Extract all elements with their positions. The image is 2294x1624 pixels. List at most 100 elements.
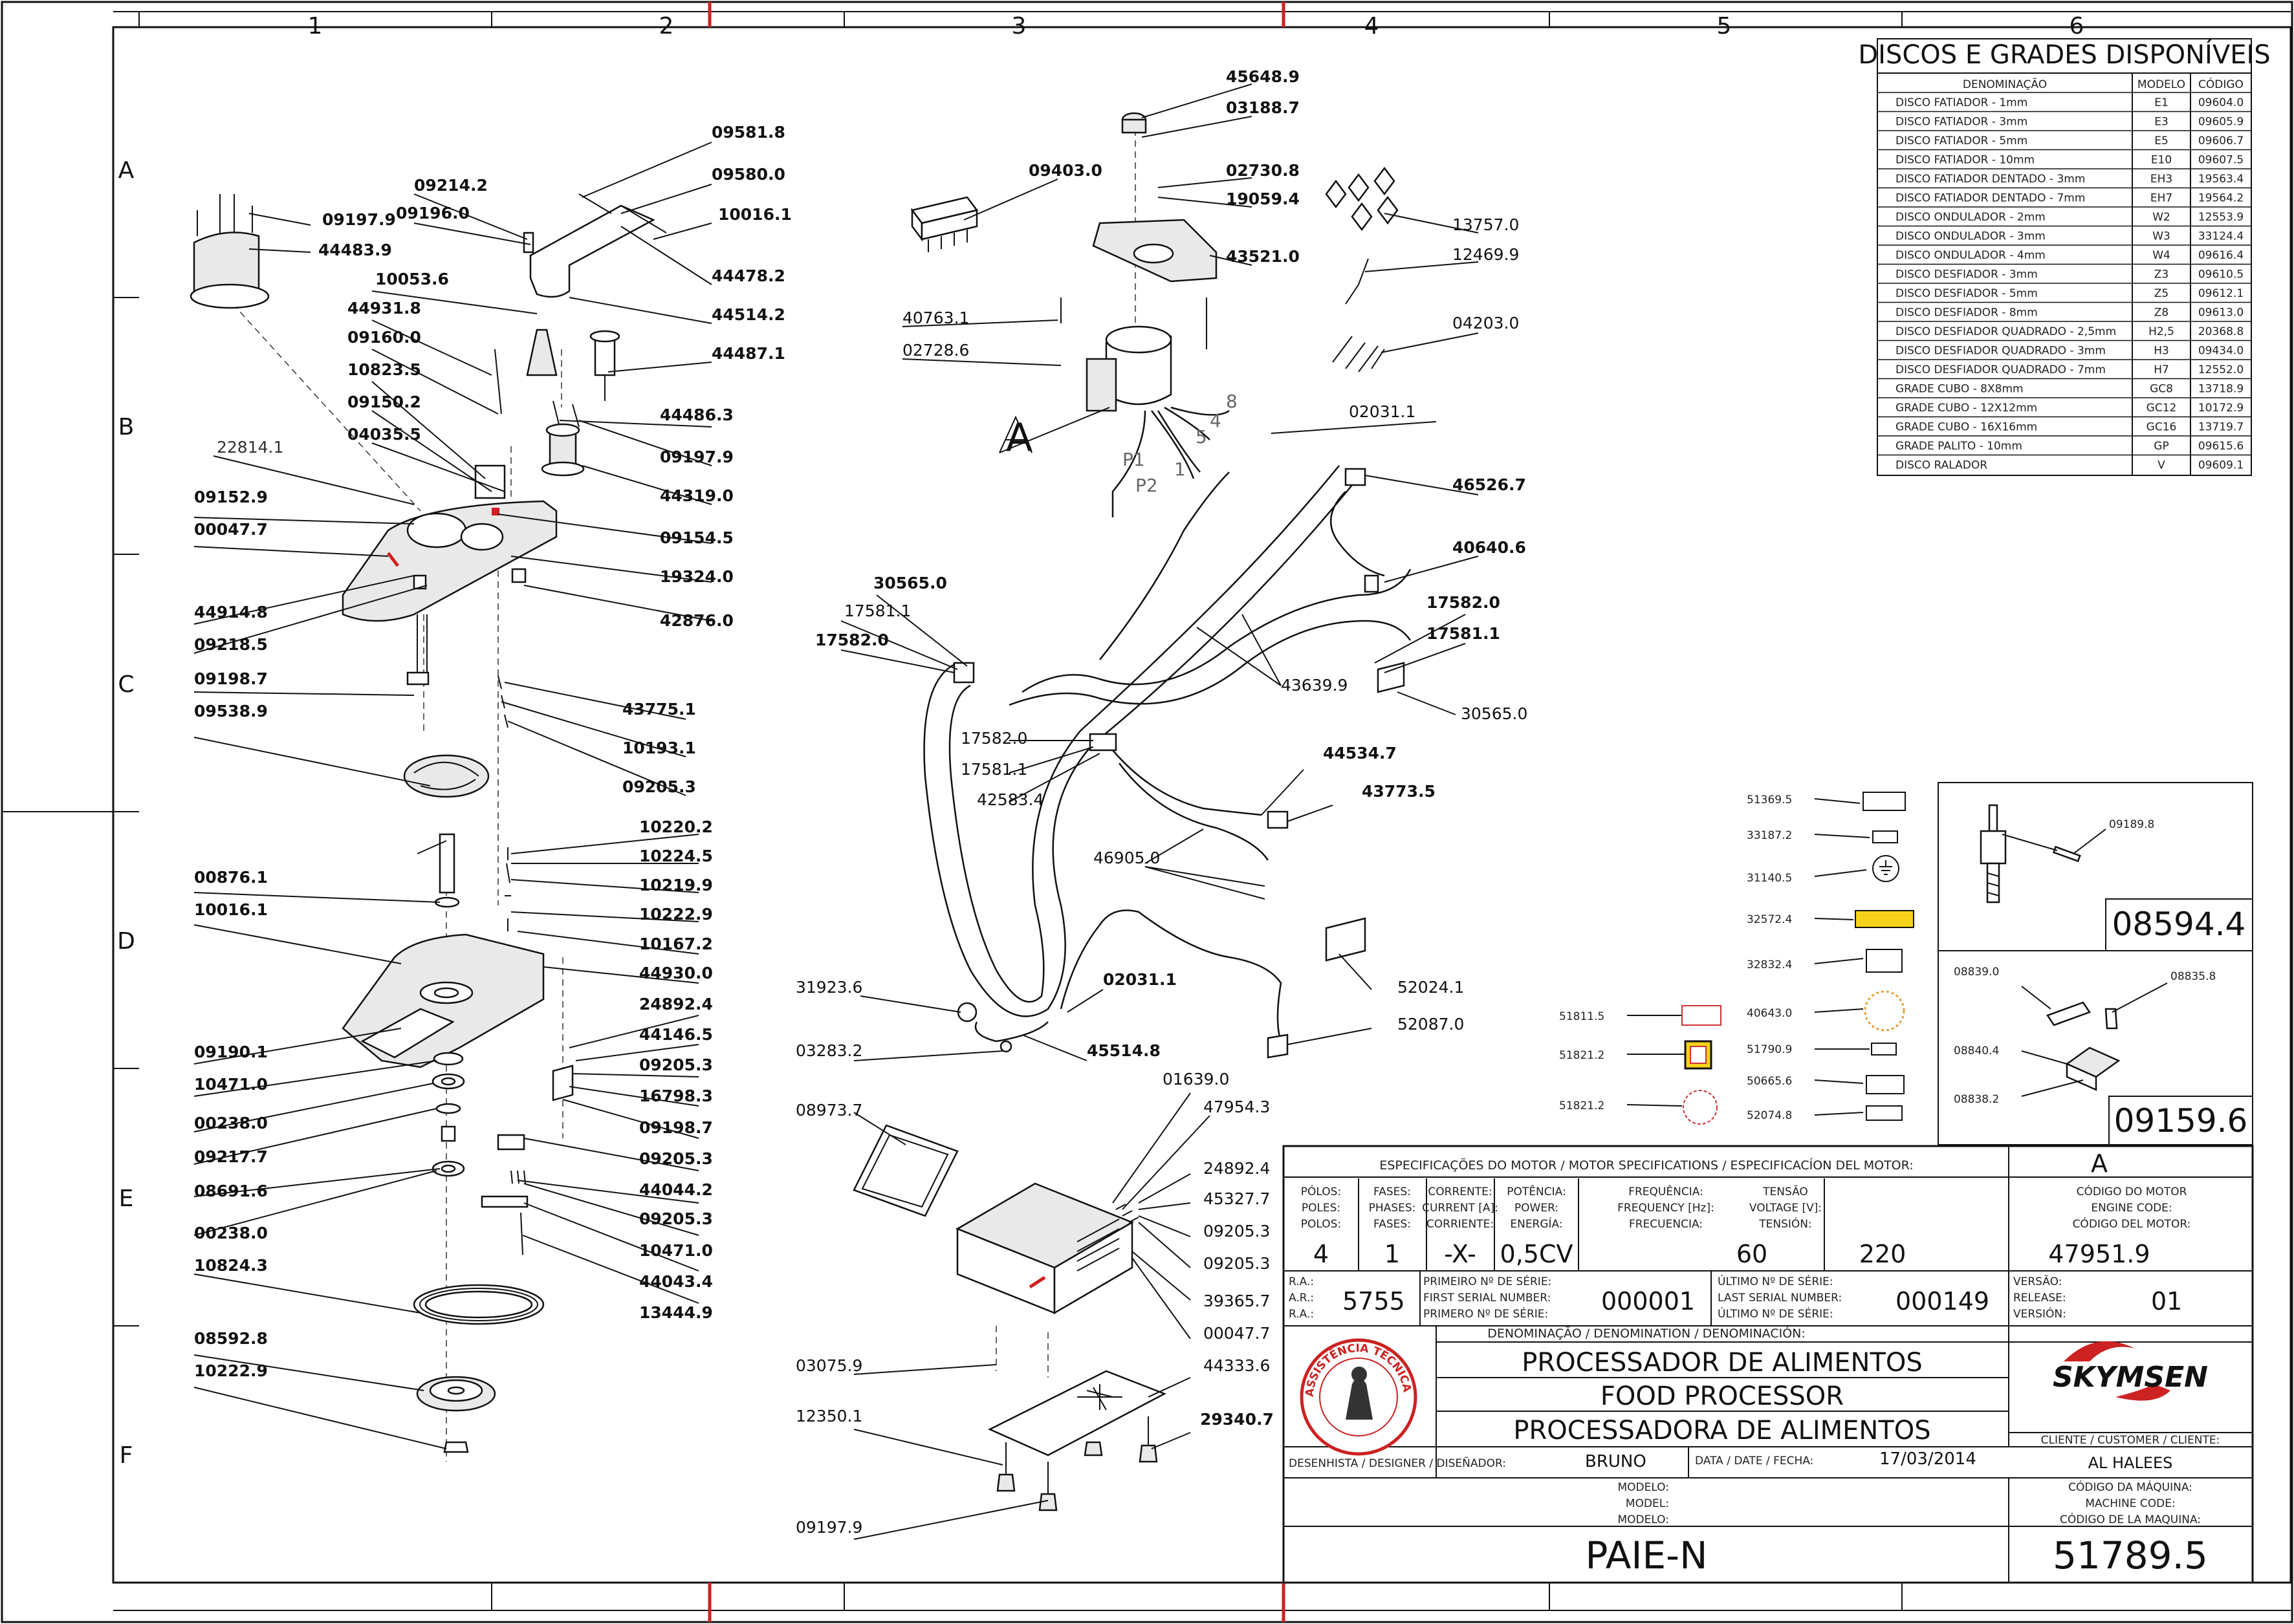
callout: 17581.1: [844, 601, 911, 620]
spec-label: VOLTAGE [V]:: [1749, 1202, 1822, 1215]
callout: 10053.6: [375, 270, 449, 288]
version-label: VERSIÓN:: [2013, 1306, 2066, 1321]
callout: 51821.2: [1559, 1049, 1604, 1062]
callout: 09205.3: [1203, 1254, 1270, 1273]
kit-panels: 08594.4 09159.6 09189.8 08839.0 08835.8 …: [1938, 782, 2253, 1145]
disc-model-cell: H3: [2154, 345, 2169, 358]
callout: 43639.9: [1281, 676, 1348, 695]
callout: 43773.5: [1362, 782, 1436, 801]
callout: 42583.4: [977, 790, 1043, 809]
callout: 00238.0: [194, 1114, 268, 1132]
spec-label: PHASES:: [1369, 1202, 1416, 1215]
callout: 09189.8: [2109, 818, 2154, 831]
callout: 44333.6: [1203, 1356, 1270, 1375]
callout: 09205.3: [639, 1209, 713, 1228]
disc-model-cell: Z3: [2154, 268, 2168, 281]
callout: 01639.0: [1163, 1070, 1229, 1088]
callout: 13444.9: [639, 1303, 713, 1322]
last-serial-label: ÚLTIMO Nº DE SÉRIE:: [1718, 1306, 1833, 1321]
row-label-c: C: [118, 671, 134, 698]
version-value: 01: [2151, 1287, 2182, 1315]
callout: 09154.5: [660, 528, 734, 547]
callout: 09198.7: [194, 669, 268, 688]
machine-code-label: CÓDIGO DE LA MAQUINA:: [2060, 1512, 2201, 1526]
disc-model-cell: EH3: [2150, 173, 2172, 186]
row-label-a: A: [118, 157, 135, 184]
disc-name-cell: DISCO ONDULADOR - 2mm: [1895, 211, 2046, 224]
disc-name-cell: GRADE CUBO - 16X16mm: [1895, 421, 2037, 434]
disc-code-cell: 09615.6: [2198, 440, 2244, 453]
callout: 09205.3: [622, 777, 696, 796]
spec-label: CORRIENTE:: [1426, 1218, 1494, 1231]
callout: 17582.0: [1426, 593, 1500, 612]
callout: 44487.1: [712, 344, 785, 363]
disc-model-cell: W4: [2152, 249, 2170, 262]
disc-code-cell: 10172.9: [2198, 402, 2244, 415]
disc-name-cell: DISCO ONDULADOR - 3mm: [1895, 230, 2046, 243]
leader-lines: [193, 83, 1479, 1540]
spec-label: TENSIÓN:: [1758, 1217, 1811, 1231]
first-serial-label: FIRST SERIAL NUMBER:: [1423, 1292, 1551, 1305]
last-serial-value: 000149: [1895, 1287, 1989, 1315]
callout: 00238.0: [194, 1224, 268, 1242]
motor-current-value: -X-: [1444, 1240, 1476, 1268]
callout: 10016.1: [718, 205, 792, 224]
callout: 09214.2: [414, 176, 488, 195]
disc-model-cell: GC8: [2150, 383, 2173, 396]
callout: 51821.2: [1559, 1099, 1604, 1112]
callout: 16798.3: [639, 1087, 713, 1105]
spec-label: FASES:: [1373, 1186, 1411, 1198]
callout: 51811.5: [1559, 1010, 1604, 1023]
motor-spec-title: ESPECIFICAÇÕES DO MOTOR / MOTOR SPECIFIC…: [1379, 1158, 1913, 1173]
callout: 17582.0: [815, 631, 889, 649]
spec-label: TENSÃO: [1762, 1184, 1808, 1198]
callout: 32572.4: [1747, 913, 1792, 926]
callout: 13757.0: [1452, 215, 1519, 234]
callout: 30565.0: [873, 574, 947, 592]
spec-label: CORRENTE:: [1428, 1186, 1492, 1198]
callout: 00047.7: [1203, 1324, 1270, 1343]
spec-label: ENERGÍA:: [1510, 1217, 1562, 1231]
disc-name-cell: GRADE CUBO - 12X12mm: [1895, 402, 2037, 415]
callout: 45648.9: [1226, 67, 1300, 86]
callout: 04203.0: [1452, 314, 1519, 332]
disc-name-cell: DISCO DESFIADOR QUADRADO - 2,5mm: [1895, 325, 2116, 338]
col-label-3: 3: [1012, 13, 1027, 39]
callout: 08973.7: [796, 1101, 862, 1120]
disc-code-cell: 20368.8: [2198, 325, 2244, 338]
disc-code-cell: 09434.0: [2198, 345, 2244, 358]
wire-label-1: 1: [1174, 459, 1186, 480]
disc-code-cell: 13719.7: [2198, 421, 2244, 434]
disc-model-cell: GC12: [2147, 402, 2177, 415]
callout: 44146.5: [639, 1025, 713, 1044]
disc-code-cell: 09609.1: [2198, 459, 2244, 472]
wire-label-8: 8: [1226, 391, 1238, 412]
callout: 00047.7: [194, 520, 268, 539]
callout: 04035.5: [347, 425, 421, 444]
callout: 09205.3: [1203, 1222, 1270, 1240]
motor-ref-cell: A: [2091, 1149, 2108, 1178]
callout: 09217.7: [194, 1147, 268, 1166]
spec-label: POTÊNCIA:: [1507, 1184, 1566, 1198]
row-label-d: D: [117, 928, 135, 955]
callout: 12469.9: [1452, 245, 1519, 264]
discs-header-name: DENOMINAÇÃO: [1963, 77, 2047, 91]
callout: 45327.7: [1203, 1189, 1270, 1208]
disc-model-cell: W3: [2152, 230, 2170, 243]
disc-model-cell: EH7: [2150, 192, 2172, 205]
spec-label: PÓLOS:: [1301, 1184, 1341, 1198]
callout: 17581.1: [1426, 624, 1500, 643]
callout: 10167.2: [639, 935, 713, 953]
logo-text: SKYMSEN: [2053, 1361, 2208, 1394]
disc-code-cell: 12552.0: [2198, 363, 2244, 376]
disc-name-cell: DISCO ONDULADOR - 4mm: [1895, 249, 2046, 262]
disc-code-cell: 09610.5: [2198, 268, 2244, 281]
first-serial-label: PRIMEIRO Nº DE SÉRIE:: [1423, 1274, 1551, 1288]
col-label-2: 2: [659, 13, 674, 39]
callout: 39365.7: [1203, 1292, 1270, 1310]
callout: 10219.9: [639, 876, 713, 894]
spec-label: ENGINE CODE:: [2091, 1202, 2172, 1215]
callout: 17581.1: [961, 760, 1027, 779]
callout: 47954.3: [1203, 1098, 1270, 1116]
